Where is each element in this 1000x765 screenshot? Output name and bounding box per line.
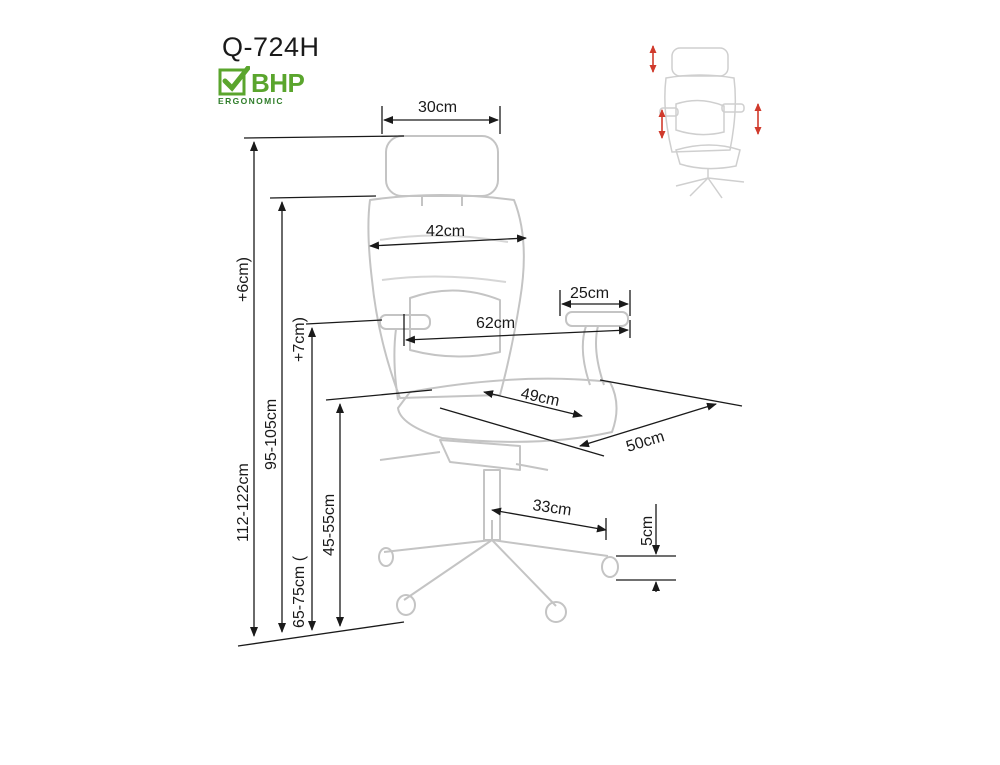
armrest-adjust-label: +7cm) xyxy=(291,317,308,362)
backrest-width-label: 42cm xyxy=(426,223,465,240)
seat-height-label: 45-55cm xyxy=(321,494,338,556)
backrest-width-line xyxy=(369,234,527,250)
ground-line xyxy=(237,621,405,647)
seat-width-label: 49cm xyxy=(519,385,561,410)
outer-width-line xyxy=(405,326,629,344)
total-height-label: 112-122cm xyxy=(235,463,252,542)
headrest-outline xyxy=(385,135,499,197)
lumbar-support-outline xyxy=(409,289,501,358)
logo-ergonomic-text: ERGONOMIC xyxy=(218,96,284,106)
chair-sketch xyxy=(367,135,629,623)
seat-depth-line xyxy=(579,402,717,448)
left-armrest-outline xyxy=(379,314,431,330)
base-radius-label: 33cm xyxy=(531,497,572,519)
adjustment-thumbnail xyxy=(659,47,745,199)
checkbox-check-icon xyxy=(218,66,250,96)
outer-width-label: 62cm xyxy=(476,315,515,332)
wheel-height-label: 5cm xyxy=(639,516,656,546)
headrest-adjust-label: +6cm) xyxy=(235,257,252,302)
red-adjust-arrows xyxy=(649,45,762,139)
right-armrest-outline xyxy=(565,311,629,327)
base-radius-line xyxy=(491,507,607,533)
logo-bhp-text: BHP xyxy=(251,68,305,98)
headrest-width-label: 30cm xyxy=(418,99,457,116)
back-height-label: 95-105cm xyxy=(263,399,280,470)
caster-wheel xyxy=(378,547,394,567)
seat-outline xyxy=(397,377,618,443)
bhp-ergonomic-logo: BHP ERGONOMIC xyxy=(218,66,313,108)
armrest-depth-label: 25cm xyxy=(570,285,609,302)
seat-depth-label: 50cm xyxy=(624,428,666,456)
base-leg xyxy=(383,539,493,553)
armrest-height-label: 65-75cm ( xyxy=(291,555,308,628)
seat-width-line xyxy=(483,390,583,418)
model-title: Q-724H xyxy=(222,32,320,62)
